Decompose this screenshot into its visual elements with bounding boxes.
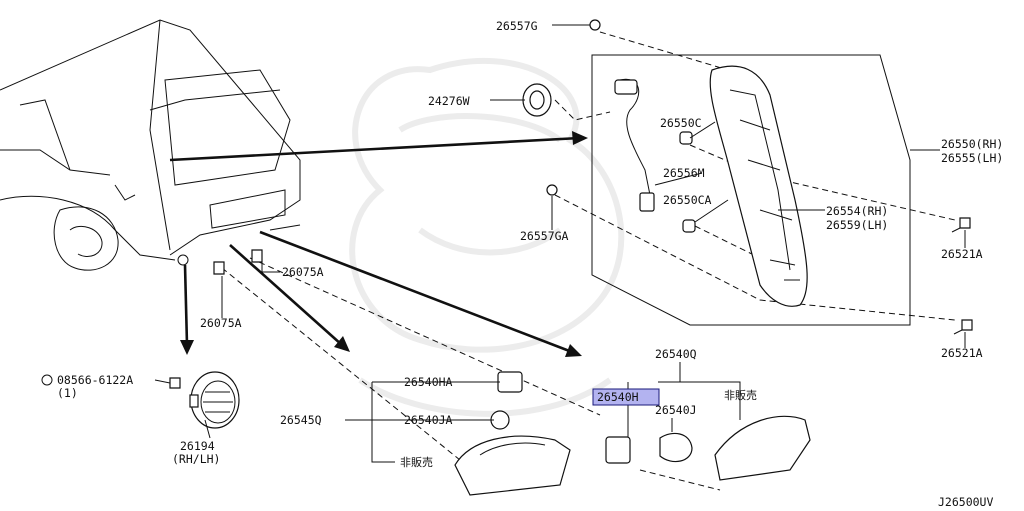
rear-lamp-right: [605, 415, 811, 481]
side-marker-lamp: [189, 371, 240, 429]
label-26521A-upper[interactable]: 26521A: [941, 247, 983, 261]
label-26540J[interactable]: 26540J: [655, 403, 697, 417]
label-26556M[interactable]: 26556M: [663, 166, 705, 180]
label-26557G[interactable]: 26557G: [496, 19, 538, 33]
vehicle-rear-illustration: [0, 19, 301, 271]
label-08566-6122A[interactable]: 08566-6122A: [57, 373, 133, 387]
harness-parts: [522, 19, 696, 233]
label-26550-rh[interactable]: 26550(RH): [941, 137, 1003, 151]
label-not-for-sale-right: 非販売: [724, 389, 757, 402]
arrowhead: [572, 131, 588, 145]
label-26559-lh[interactable]: 26559(LH): [826, 218, 888, 232]
label-26521A-lower[interactable]: 26521A: [941, 346, 983, 360]
label-26550CA[interactable]: 26550CA: [663, 193, 712, 207]
label-24276W[interactable]: 24276W: [428, 94, 470, 108]
watermark-emblem: [349, 58, 625, 417]
arrowhead: [565, 344, 582, 357]
rear-lamp-left: [454, 371, 571, 496]
label-26194[interactable]: 26194: [180, 439, 215, 453]
part-labels: 26557G 24276W 26550C 26556M 26550CA 2655…: [57, 19, 1003, 509]
label-08566-qty: (1): [57, 386, 78, 400]
tail-lamp-lens: [709, 65, 808, 307]
label-26075A-left[interactable]: 26075A: [200, 316, 242, 330]
label-leaders: [154, 24, 966, 463]
arrowhead: [334, 336, 350, 352]
arrowhead: [180, 340, 194, 355]
label-26540Q[interactable]: 26540Q: [655, 347, 697, 361]
label-26075A-right[interactable]: 26075A: [282, 265, 324, 279]
tail-lamp-frame: [591, 54, 911, 326]
pointer-arrows: [169, 131, 588, 357]
label-26540H[interactable]: 26540H: [597, 390, 639, 404]
label-26545Q[interactable]: 26545Q: [280, 413, 322, 427]
label-26550C[interactable]: 26550C: [660, 116, 702, 130]
label-26557GA[interactable]: 26557GA: [520, 229, 569, 243]
label-26194-side: (RH/LH): [172, 452, 220, 466]
label-26554-rh[interactable]: 26554(RH): [826, 204, 888, 218]
part-highlight-box: [592, 388, 660, 406]
fasteners: [41, 217, 973, 389]
label-26555-lh[interactable]: 26555(LH): [941, 151, 1003, 165]
dashed-leaders: [221, 31, 956, 491]
label-26540HA[interactable]: 26540HA: [404, 375, 453, 389]
label-not-for-sale-left: 非販売: [400, 456, 433, 469]
label-26540JA[interactable]: 26540JA: [404, 413, 453, 427]
diagram-code: J26500UV: [938, 495, 993, 509]
